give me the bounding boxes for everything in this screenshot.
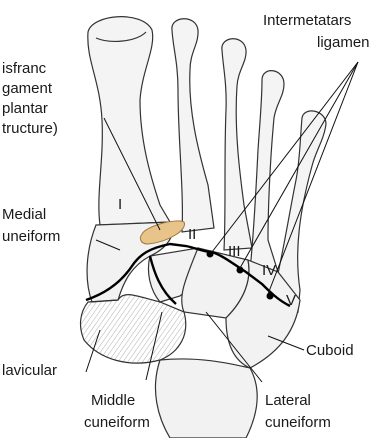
- lateral-cuneiform-line-1: Lateral: [265, 392, 311, 410]
- numeral-III: III: [228, 243, 241, 260]
- navicular-bone: [81, 295, 186, 363]
- numeral-II: II: [188, 226, 196, 243]
- numeral-V: V: [286, 292, 296, 309]
- medial-cuneiform-line-2: uneiform: [2, 228, 60, 246]
- numeral-IV: IV: [262, 262, 276, 279]
- navicular-label: lavicular: [2, 362, 57, 380]
- intermetatarsal-line-2: ligamen: [317, 34, 370, 52]
- metatarsal-1-bone: [88, 17, 170, 225]
- lisfranc-line-2: gament: [2, 80, 52, 98]
- metatarsal-3-bone: [222, 39, 252, 250]
- intermetatarsal-line-1: Intermetatars: [263, 12, 351, 30]
- lisfranc-line-3: plantar: [2, 100, 48, 118]
- hindfoot-bone: [155, 359, 257, 438]
- middle-cuneiform-line-2: cuneiform: [84, 414, 150, 432]
- metatarsal-2-bone: [172, 19, 214, 232]
- cuboid-label: Cuboid: [306, 342, 354, 360]
- middle-cuneiform-line-1: Middle: [91, 392, 135, 410]
- lisfranc-line-4: tructure): [2, 120, 58, 138]
- numeral-I: I: [118, 196, 122, 213]
- lisfranc-line-1: isfranc: [2, 60, 46, 78]
- lateral-cuneiform-line-2: cuneiform: [265, 414, 331, 432]
- medial-cuneiform-line-1: Medial: [2, 206, 46, 224]
